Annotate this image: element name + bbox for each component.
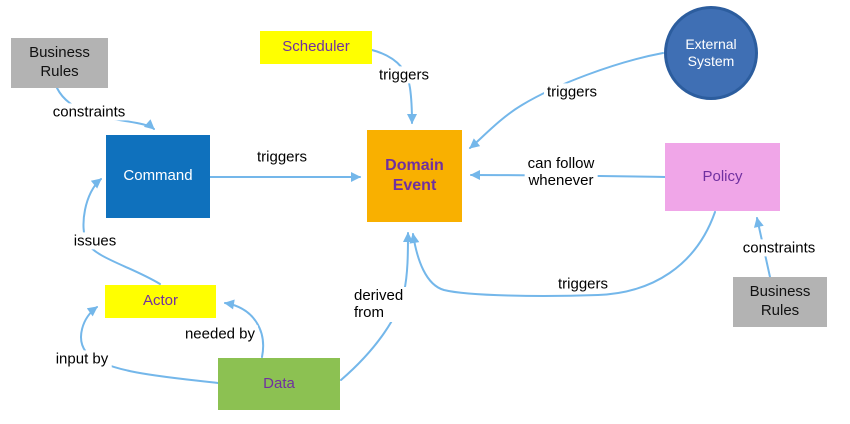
- edge-label-policy-triggers: triggers: [554, 275, 612, 293]
- edge-label-line: whenever: [528, 172, 594, 189]
- node-data: Data: [218, 358, 340, 410]
- node-actor: Actor: [105, 285, 216, 318]
- edge-label-derived-from: derived from: [351, 287, 407, 322]
- node-label: Business: [749, 283, 811, 301]
- node-label: Data: [263, 374, 295, 392]
- edge-needed-by-arrow: [224, 299, 264, 358]
- edge-policy-triggers-arrow: [409, 211, 716, 297]
- node-scheduler: Scheduler: [260, 31, 372, 64]
- edge-label-needed-by: needed by: [181, 325, 259, 343]
- node-label: Domain: [385, 157, 444, 174]
- node-label: Policy: [702, 167, 743, 185]
- node-policy: Policy: [665, 143, 780, 211]
- node-label: Scheduler: [282, 38, 350, 56]
- node-business-rules-top: Business Rules: [11, 38, 108, 88]
- node-label: Business: [29, 44, 90, 62]
- edge-label-issues: issues: [70, 232, 120, 250]
- node-label: Event: [392, 177, 437, 194]
- edge-label-line: from: [354, 304, 384, 322]
- edge-external-triggers-arrow: [469, 52, 664, 149]
- node-label: Actor: [142, 292, 178, 310]
- node-label: Rules: [760, 302, 800, 319]
- edge-label-constraints-top: constraints: [49, 103, 129, 121]
- node-label: Rules: [40, 63, 79, 80]
- edge-label-scheduler-triggers: triggers: [375, 66, 433, 84]
- edge-scheduler-triggers-arrow: [371, 49, 417, 124]
- edge-label-command-triggers: triggers: [253, 148, 311, 166]
- edge-label-constraints-bottom: constraints: [739, 239, 819, 257]
- node-business-rules-bottom: Business Rules: [733, 277, 827, 327]
- edge-input-by-arrow: [80, 306, 219, 384]
- edge-label-external-triggers: triggers: [543, 83, 601, 101]
- node-label: Command: [123, 167, 193, 185]
- node-label: System: [687, 53, 735, 69]
- node-external-system: External System: [664, 6, 758, 100]
- edge-label-line: can follow: [527, 154, 595, 172]
- edge-label-input-by: input by: [52, 350, 112, 368]
- node-command: Command: [106, 135, 210, 218]
- edge-label-line: derived: [354, 287, 404, 304]
- node-label: External: [685, 35, 737, 52]
- node-domain-event: Domain Event: [367, 130, 462, 222]
- edge-label-can-follow-whenever: can follow whenever: [524, 154, 598, 190]
